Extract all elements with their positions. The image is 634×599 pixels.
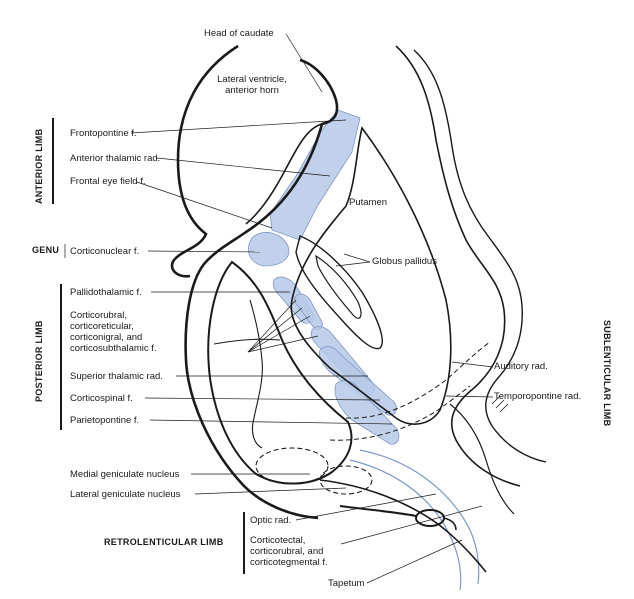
leader-corticotectal xyxy=(340,505,483,545)
ventricle-inner-line xyxy=(245,123,323,225)
anterior-limb-tract xyxy=(269,109,361,241)
sublenticular-dashed-1 xyxy=(345,341,491,419)
bracket-anterior-limb xyxy=(52,118,54,204)
optic-radiation-inner xyxy=(349,459,462,591)
leader-globus-pallidus-2 xyxy=(335,261,371,267)
leader-temporopontine-rad xyxy=(445,395,494,398)
label-optic-rad: Optic rad. xyxy=(250,515,292,526)
bracket-posterior-limb xyxy=(60,284,62,430)
optic-tract-line xyxy=(339,505,417,517)
region-genu: GENU xyxy=(32,245,60,255)
lateral-geniculate-outline xyxy=(319,465,373,495)
label-globus-pallidus: Globus pallidus xyxy=(372,256,437,267)
label-superior-thalamic: Superior thalamic rad. xyxy=(70,371,163,382)
label-pallidothalamic: Pallidothalamic f. xyxy=(70,287,142,298)
label-head-of-caudate: Head of caudate xyxy=(204,28,274,39)
thalamus-division-1 xyxy=(213,338,281,345)
head-of-caudate-outline xyxy=(184,58,339,520)
leader-tapetum xyxy=(366,539,463,584)
leader-frontal-eye-field xyxy=(136,181,273,229)
leader-globus-pallidus-1 xyxy=(343,253,371,263)
label-tapetum: Tapetum xyxy=(328,578,365,589)
genu-tract xyxy=(248,232,290,267)
tapetum-curve xyxy=(319,479,487,573)
corticospinal-tract xyxy=(319,346,397,416)
label-frontopontine: Frontopontine f. xyxy=(70,128,137,139)
hemisphere-contour xyxy=(170,44,239,278)
globus-pallidus-inner xyxy=(315,254,362,319)
label-anterior-thalamic: Anterior thalamic rad. xyxy=(70,153,161,164)
fiber-tracts xyxy=(248,109,400,445)
thalamus-division-2 xyxy=(249,299,263,449)
label-corticonuclear: Corticonuclear f. xyxy=(70,246,140,257)
label-auditory-rad: Auditory rad. xyxy=(494,361,548,372)
label-corticorubral-line3: corticonigral, and xyxy=(70,332,143,343)
label-lateral-ventricle: Lateral ventricle, anterior horn xyxy=(210,74,294,96)
leader-anterior-thalamic xyxy=(156,157,331,177)
region-retrolenticular-limb: RETROLENTICULAR LIMB xyxy=(104,537,224,547)
leader-corticorubral-4 xyxy=(247,335,319,353)
region-sublenticular-limb: SUBLENTICULAR LIMB xyxy=(602,320,612,427)
insular-contour-2 xyxy=(413,49,547,463)
leader-corticorubral-3 xyxy=(247,315,311,353)
temporal-lobe-contour xyxy=(449,403,515,515)
label-corticotectal: Corticotectal, corticorubral, and cortic… xyxy=(250,535,328,568)
region-anterior-limb: ANTERIOR LIMB xyxy=(34,128,44,204)
label-corticospinal: Corticospinal f. xyxy=(70,393,133,404)
label-lateral-ventricle-line1: Lateral ventricle, xyxy=(217,74,287,85)
label-temporopontine-rad: Temporopontine rad. xyxy=(494,391,582,402)
label-frontal-eye-field: Frontal eye field f. xyxy=(70,176,146,187)
leader-parietopontine xyxy=(149,419,393,425)
label-corticorubral-line1: Corticorubral, xyxy=(70,310,128,321)
bracket-retrolenticular-limb xyxy=(243,512,245,574)
leader-frontopontine xyxy=(130,119,347,134)
label-corticorubral: Corticorubral, corticoreticular, cortico… xyxy=(70,310,157,354)
lateral-hatch xyxy=(491,395,509,413)
label-lateral-geniculate: Lateral geniculate nucleus xyxy=(70,489,181,500)
label-corticotectal-line2: corticorubral, and xyxy=(250,546,324,557)
label-corticorubral-line4: corticosubthalamic f. xyxy=(70,343,157,354)
leader-corticorubral-1 xyxy=(247,299,297,353)
anatomical-outlines xyxy=(170,44,547,591)
leader-corticorubral-2 xyxy=(247,307,303,353)
leader-lateral-geniculate xyxy=(194,487,347,495)
label-corticotectal-line3: corticotegmental f. xyxy=(250,557,328,568)
globus-pallidus-outer xyxy=(295,235,383,350)
optic-radiation-outer xyxy=(359,449,480,585)
insular-contour xyxy=(395,45,521,487)
label-corticotectal-line1: Corticotectal, xyxy=(250,535,306,546)
leader-corticonuclear xyxy=(147,250,261,253)
thalamus-outline xyxy=(207,260,353,485)
optic-tract-line-2 xyxy=(443,517,457,531)
region-posterior-limb: POSTERIOR LIMB xyxy=(34,320,44,402)
leader-optic-rad xyxy=(295,493,437,521)
leader-auditory-rad xyxy=(451,361,494,368)
label-lateral-ventricle-line2: anterior horn xyxy=(225,85,279,96)
leader-head-of-caudate xyxy=(285,33,323,93)
leader-corticospinal xyxy=(144,397,381,401)
label-corticorubral-line2: corticoreticular, xyxy=(70,321,134,332)
putamen-outline xyxy=(290,126,452,425)
medial-geniculate-outline xyxy=(255,447,329,485)
label-parietopontine: Parietopontine f. xyxy=(70,415,140,426)
leader-lines xyxy=(64,33,494,584)
label-medial-geniculate: Medial geniculate nucleus xyxy=(70,469,180,480)
label-putamen: Putamen xyxy=(349,197,388,208)
